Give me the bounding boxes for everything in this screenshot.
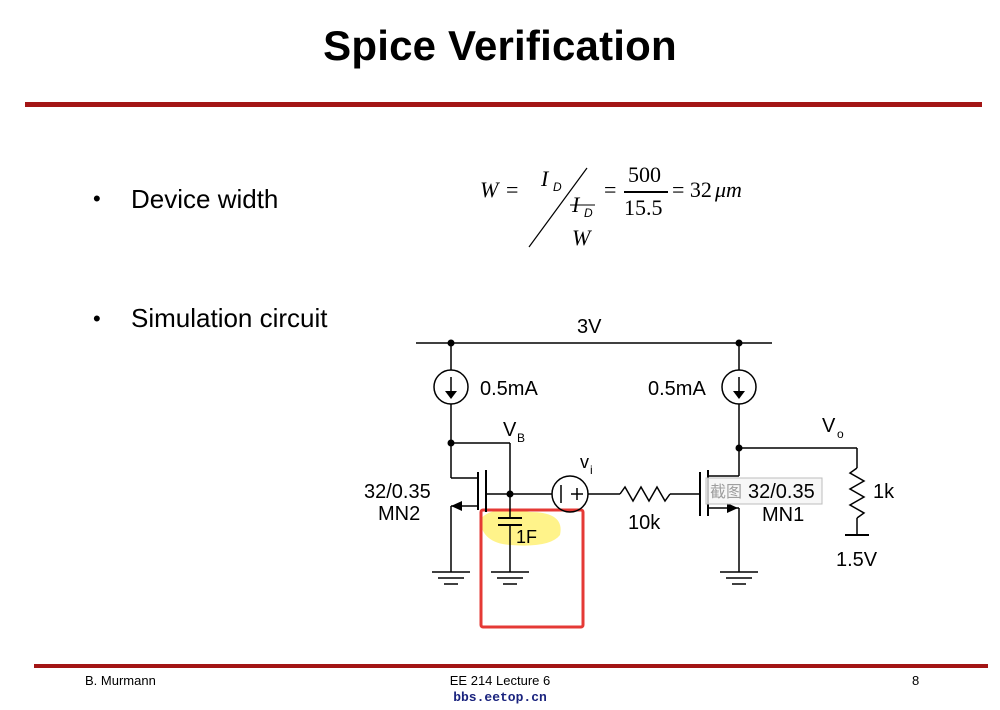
mn2-size-label: 32/0.35	[364, 481, 431, 503]
eq-denominator: 15.5	[624, 195, 663, 220]
eq-equals-1: =	[506, 177, 519, 202]
footer-course: EE 214 Lecture 6	[449, 673, 551, 688]
eq-w-bottom: W	[572, 225, 591, 250]
res-in-label: 10k	[628, 512, 661, 534]
ground-icon	[432, 571, 470, 585]
arrow-right-icon	[727, 503, 738, 513]
footer-divider	[34, 664, 988, 668]
footer-author: B. Murmann	[85, 673, 156, 688]
vb-label: V	[503, 419, 517, 441]
res-out-label: 1k	[873, 481, 895, 503]
ground-icon	[720, 571, 758, 585]
cap-label: 1F	[516, 527, 537, 547]
footer-page-number: 8	[912, 673, 920, 688]
mn1-size-label: 32/0.35	[748, 481, 815, 503]
screenshot-tag-label: 截图	[710, 483, 742, 501]
arrow-left-icon	[451, 501, 462, 511]
title-divider	[25, 102, 982, 107]
mn1-name-label: MN1	[762, 504, 804, 526]
eq-lhs: W	[480, 177, 499, 202]
bias-label: 1.5V	[836, 549, 878, 571]
vo-label: V	[822, 415, 836, 437]
eq-unit: μm	[715, 177, 742, 202]
bullet-device-width: Device width	[131, 184, 279, 214]
eq-fraction-bar	[624, 191, 668, 193]
eq-id-top-sub: D	[553, 180, 562, 194]
current-left-label: 0.5mA	[480, 378, 538, 400]
vi-sub: i	[590, 463, 593, 477]
vo-sub: o	[837, 427, 844, 441]
supply-label: 3V	[577, 316, 602, 338]
current-right-label: 0.5mA	[648, 378, 706, 400]
eq-equals-2: =	[604, 177, 617, 202]
eq-id-bottom: I	[572, 192, 580, 217]
eq-result: = 32	[672, 177, 712, 202]
mn2-name-label: MN2	[378, 503, 420, 525]
arrow-down-icon	[733, 391, 745, 399]
resistor-10k	[619, 485, 671, 503]
eq-id-top: I	[541, 166, 549, 191]
eq-numerator: 500	[628, 162, 661, 187]
eq-slash	[528, 167, 595, 248]
ground-icon	[491, 571, 529, 585]
vb-sub: B	[517, 431, 525, 445]
vi-label: v	[580, 452, 589, 472]
annotation-box	[479, 508, 585, 629]
bullet-marker: •	[93, 306, 101, 331]
slide-title: Spice Verification	[323, 22, 677, 69]
watermark: bbs.eetop.cn	[453, 690, 547, 705]
bullet-marker: •	[93, 186, 101, 211]
arrow-down-icon	[445, 391, 457, 399]
resistor-1k	[848, 467, 866, 519]
eq-id-bottom-sub: D	[584, 206, 593, 220]
screenshot-tag	[705, 477, 823, 505]
bullet-simulation-circuit: Simulation circuit	[131, 303, 328, 333]
